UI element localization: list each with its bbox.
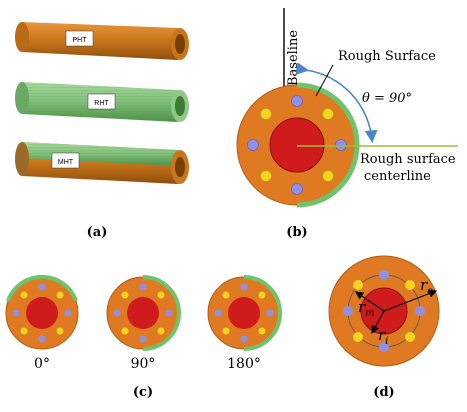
tube-dots-d	[343, 270, 425, 352]
baseline-label: Baseline	[286, 30, 301, 86]
radius-inner-arrow	[371, 310, 385, 335]
panel-a: PHT RHT MHT (a)	[15, 22, 189, 240]
cross-section-0	[5, 274, 79, 350]
pipe-tag-mht: MHT	[58, 159, 74, 166]
pipe-rht: RHT	[15, 82, 189, 122]
panel-label-a: (a)	[87, 225, 108, 240]
pipe-pht: PHT	[15, 22, 189, 60]
pipe-tag-box	[87, 93, 116, 110]
r-o-label: ro	[420, 276, 433, 297]
inner-core	[269, 117, 325, 173]
panel-b: Baseline Rough Surface θ = 90° Rough sur…	[236, 8, 458, 240]
panel-label-b: (b)	[286, 225, 307, 240]
angle-label-0: 0°	[34, 356, 50, 372]
angle-label-90: 90°	[131, 356, 156, 372]
panel-label-c: (c)	[133, 385, 153, 400]
panel-d: ro rm ri (d)	[328, 255, 440, 400]
centerline-label-2: centerline	[364, 169, 431, 184]
pipe-tag-pht: PHT	[73, 37, 88, 44]
r-i-label: ri	[378, 326, 388, 347]
radius-mean-arrow	[355, 291, 385, 312]
cross-section-90	[106, 275, 181, 351]
pipe-tag-rht: RHT	[94, 100, 109, 107]
r-m-label: rm	[358, 298, 375, 319]
panel-c: 0° 90° 180° (c)	[5, 274, 283, 400]
panel-label-d: (d)	[373, 385, 394, 400]
pipe-mht: MHT	[15, 142, 189, 184]
theta-label: θ = 90°	[362, 91, 412, 106]
radius-outer-arrow	[383, 289, 438, 312]
rough-surface-label: Rough Surface	[338, 49, 436, 64]
cross-section-180	[207, 275, 283, 351]
centerline-label-1: Rough surface	[360, 152, 456, 167]
rough-surface-pointer	[315, 64, 334, 97]
angle-label-180: 180°	[227, 356, 261, 372]
angle-arc	[295, 62, 378, 144]
pipe-tag-box	[65, 30, 94, 47]
pipe-tag-box	[51, 152, 80, 169]
